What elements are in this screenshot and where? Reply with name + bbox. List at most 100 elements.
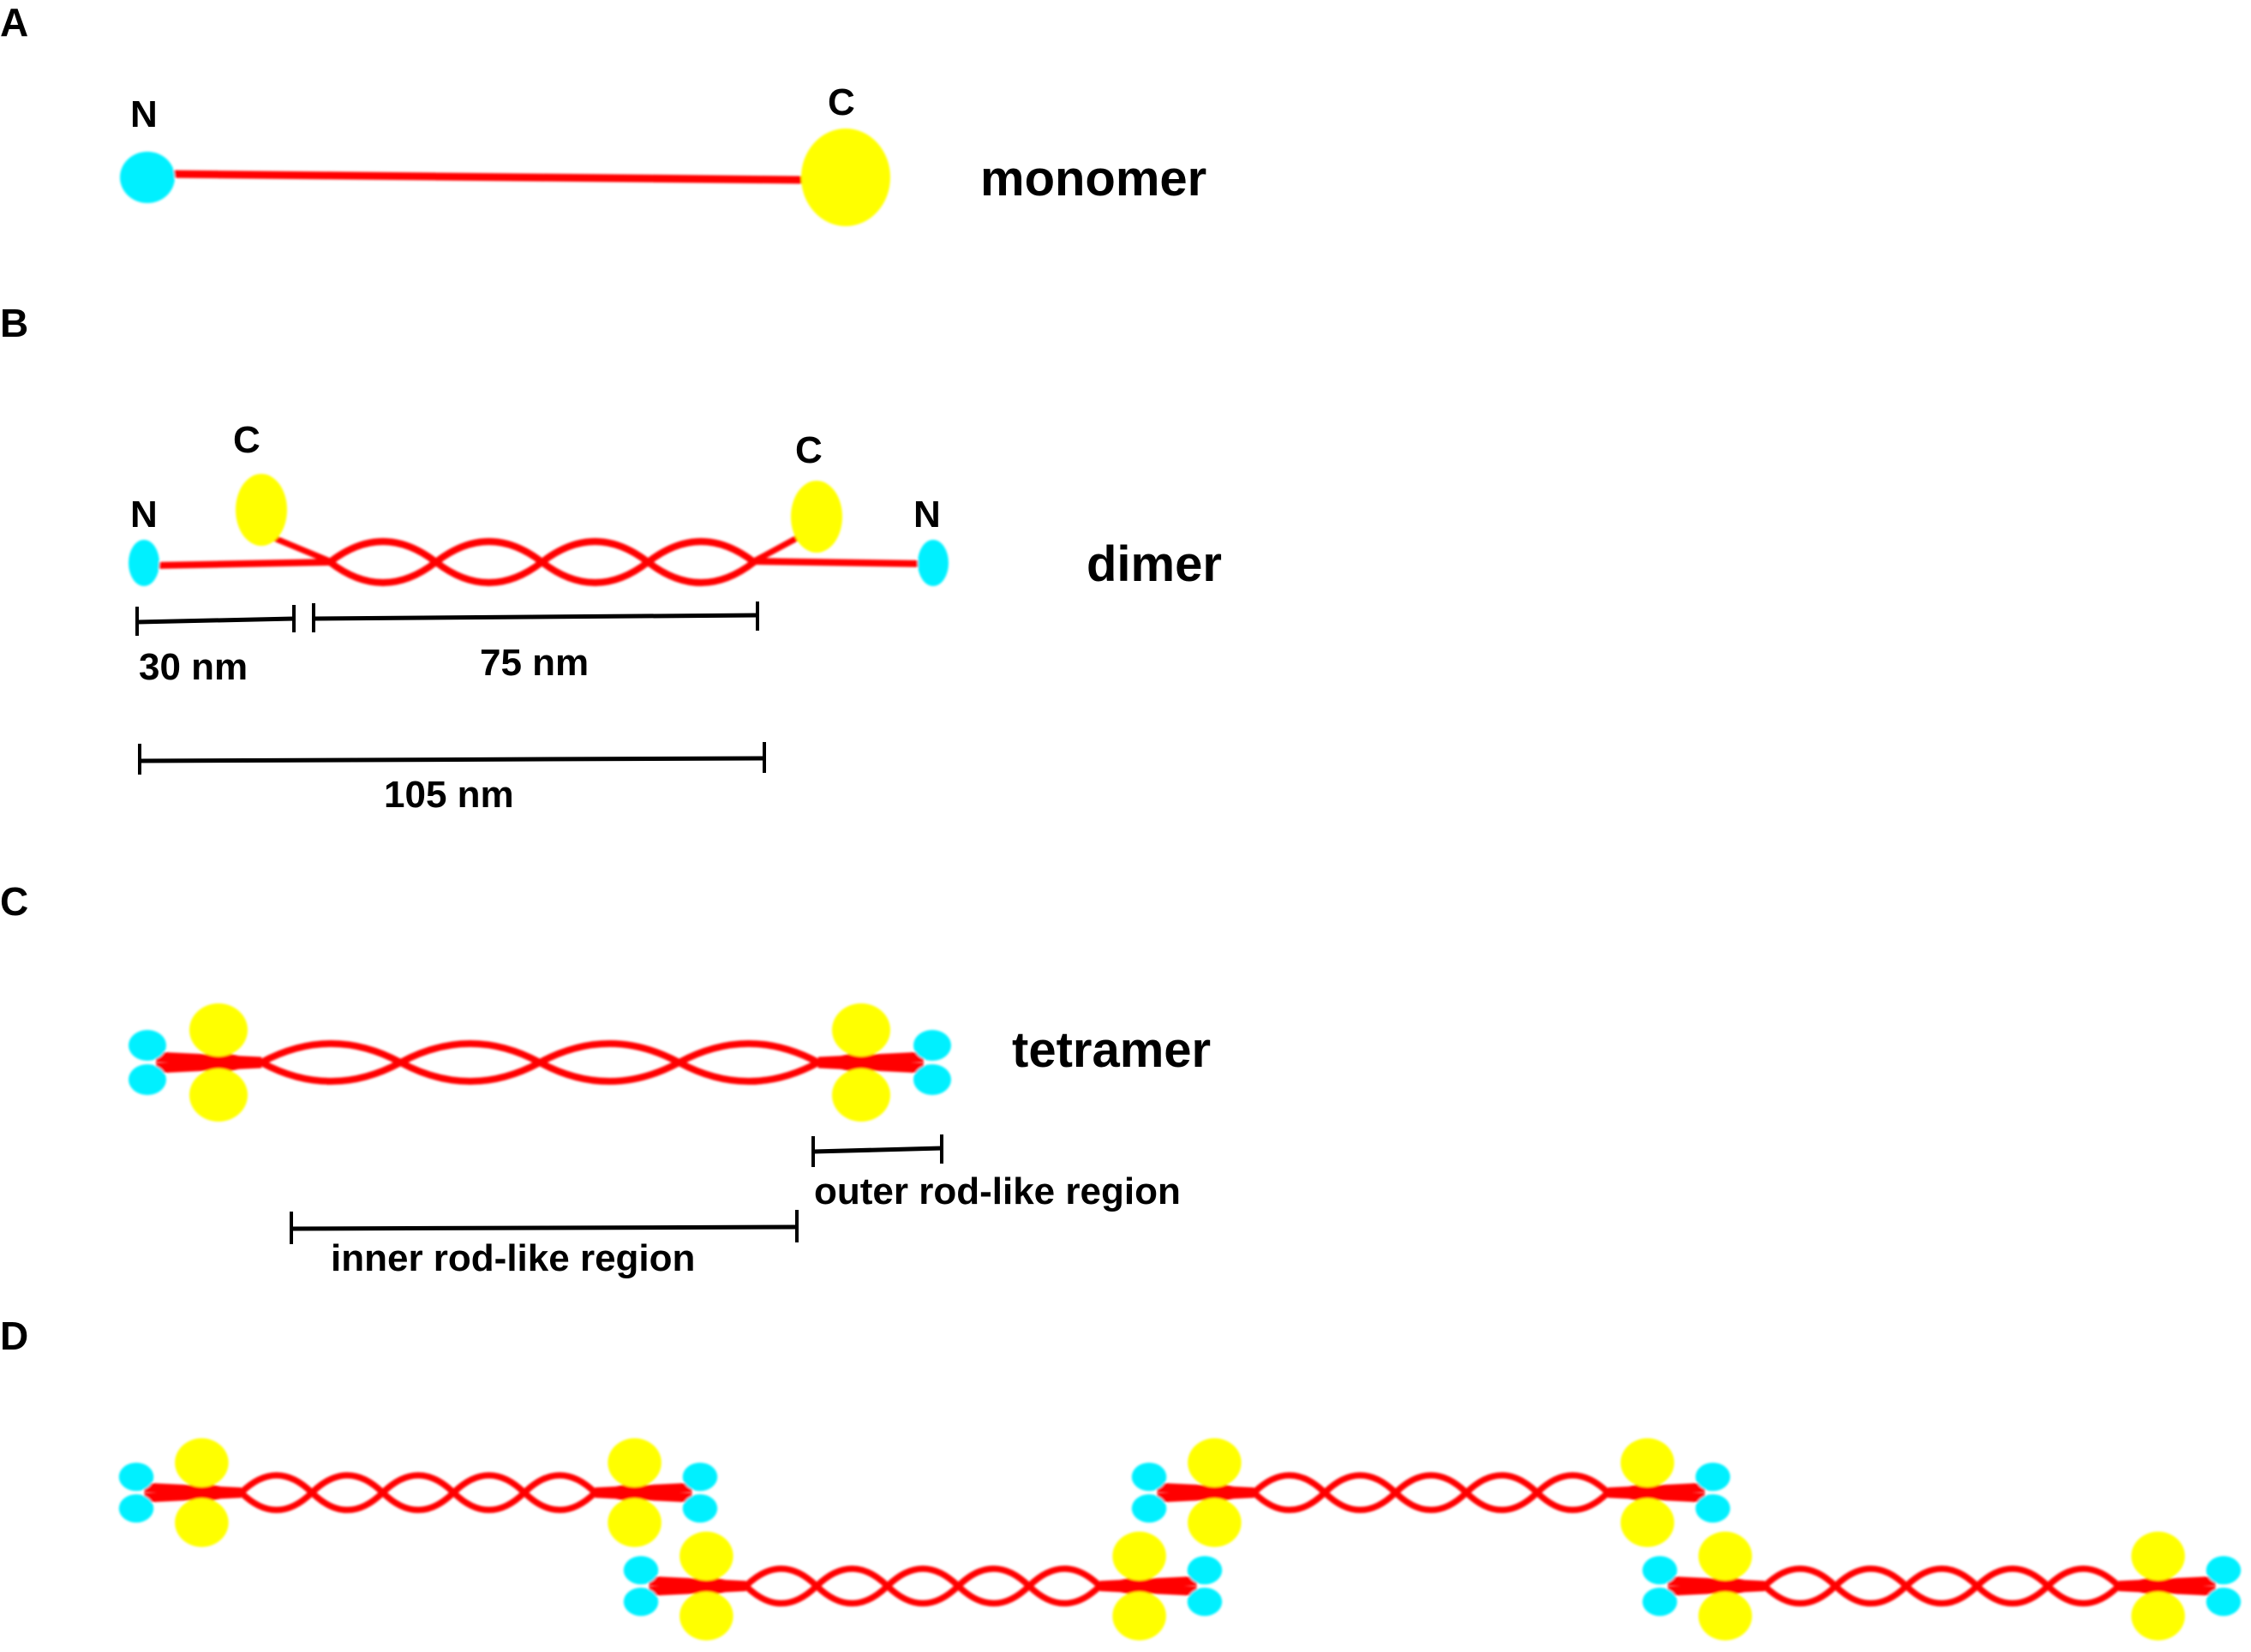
scale-bar-105nm — [138, 742, 766, 775]
n-terminus-head — [2206, 1587, 2242, 1616]
outer-rod-region-label: outer rod-like region — [814, 1170, 1181, 1212]
panel-label-c: C — [0, 879, 28, 924]
c-terminus-globule — [608, 1498, 662, 1547]
panel-label-a: A — [0, 0, 28, 45]
coil-loop — [1904, 1565, 1982, 1607]
tetramer — [118, 1438, 718, 1547]
n-terminus-head — [1642, 1587, 1678, 1616]
coil-loop — [540, 538, 654, 586]
filament-assembly — [118, 1438, 2242, 1641]
coil-loop — [743, 1565, 822, 1607]
n-terminus-head — [1187, 1556, 1223, 1585]
coil-loop — [327, 538, 442, 586]
coil-loop — [238, 1472, 317, 1513]
c-terminus-globule — [679, 1591, 733, 1641]
coil-loop — [885, 1565, 963, 1607]
tetramer — [129, 1003, 951, 1122]
n-terminus-head — [682, 1463, 718, 1492]
n-terminus-head — [118, 1463, 154, 1492]
n-terminus-head — [1642, 1556, 1678, 1585]
tetramer — [1131, 1438, 1731, 1547]
coil-loop — [380, 1472, 458, 1513]
measurement-30nm: 30 nm — [139, 646, 248, 688]
coiled-coil-rod — [327, 538, 760, 586]
c-terminus-globule — [1620, 1498, 1674, 1547]
c-terminus-globule — [608, 1438, 662, 1487]
coil-loop — [309, 1472, 387, 1513]
tetramer — [623, 1531, 1223, 1641]
coil-loop — [1535, 1472, 1613, 1513]
coil-loop — [1464, 1472, 1542, 1513]
coil-loop — [1322, 1472, 1400, 1513]
coil-loop — [1974, 1565, 2053, 1607]
coil-loop — [645, 538, 760, 586]
n-terminus-left — [129, 540, 159, 586]
c-terminus-globule — [832, 1068, 890, 1122]
c-label-right: C — [795, 429, 823, 471]
coil-loop — [2045, 1565, 2123, 1607]
n-terminus-head — [120, 152, 175, 203]
n-label: N — [130, 93, 158, 135]
inner-region-bar — [290, 1210, 799, 1244]
n-terminus-head — [1131, 1493, 1167, 1523]
dimer-head-chain-right — [753, 558, 925, 567]
n-terminus-head — [2206, 1556, 2242, 1585]
measurement-75nm: 75 nm — [480, 642, 589, 684]
coil-loop — [1251, 1472, 1330, 1513]
coil-loop — [677, 1040, 826, 1085]
n-label-left: N — [130, 494, 158, 536]
outer-region-bar — [811, 1134, 943, 1167]
scale-bar-30nm — [135, 605, 296, 636]
tetramer — [1642, 1531, 2242, 1641]
monomer-diagram — [120, 129, 890, 226]
n-terminus-head — [1695, 1463, 1731, 1492]
c-terminus-globule — [801, 129, 890, 226]
n-terminus-head — [129, 1064, 166, 1095]
c-terminus-globule — [1188, 1498, 1242, 1547]
n-terminus-head — [913, 1030, 951, 1061]
n-label-right: N — [913, 494, 941, 536]
c-terminus-globule — [189, 1068, 248, 1122]
coil-loop — [538, 1040, 686, 1085]
c-terminus-globule — [1112, 1531, 1166, 1581]
c-terminus-globule — [679, 1531, 733, 1581]
c-terminus-left — [236, 474, 287, 546]
n-terminus-head — [682, 1493, 718, 1523]
monomer-title: monomer — [980, 151, 1206, 206]
c-terminus-globule — [189, 1003, 248, 1056]
inner-rod-region-label: inner rod-like region — [331, 1237, 695, 1279]
coil-loop — [260, 1040, 408, 1085]
n-terminus-head — [118, 1493, 154, 1523]
n-terminus-head — [1695, 1493, 1731, 1523]
panel-label-d: D — [0, 1314, 28, 1358]
coil-loop — [522, 1472, 600, 1513]
n-terminus-head — [1131, 1463, 1167, 1492]
n-terminus-head — [623, 1556, 659, 1585]
coil-loop — [398, 1040, 548, 1085]
coil-loop — [1027, 1565, 1105, 1607]
measurement-105nm: 105 nm — [384, 774, 514, 816]
coil-loop — [434, 538, 548, 586]
coil-loop — [814, 1565, 892, 1607]
monomer-chain — [158, 170, 806, 184]
c-terminus-globule — [1112, 1591, 1166, 1641]
coil-loop — [955, 1565, 1034, 1607]
c-label-left: C — [233, 419, 260, 461]
c-terminus-globule — [175, 1498, 229, 1547]
dimer-title: dimer — [1087, 536, 1222, 592]
c-label: C — [828, 81, 855, 123]
dimer-diagram — [129, 474, 949, 586]
coil-loop — [1393, 1472, 1471, 1513]
n-terminus-head — [913, 1064, 951, 1095]
coil-loop — [1833, 1565, 1911, 1607]
n-terminus-head — [623, 1587, 659, 1616]
n-terminus-head — [129, 1030, 166, 1061]
c-terminus-right — [791, 481, 842, 553]
n-terminus-head — [1187, 1587, 1223, 1616]
c-terminus-globule — [1698, 1531, 1752, 1581]
scale-bar-75nm — [312, 602, 759, 632]
c-terminus-globule — [832, 1003, 890, 1056]
panel-label-b: B — [0, 301, 28, 345]
coil-loop — [451, 1472, 530, 1513]
